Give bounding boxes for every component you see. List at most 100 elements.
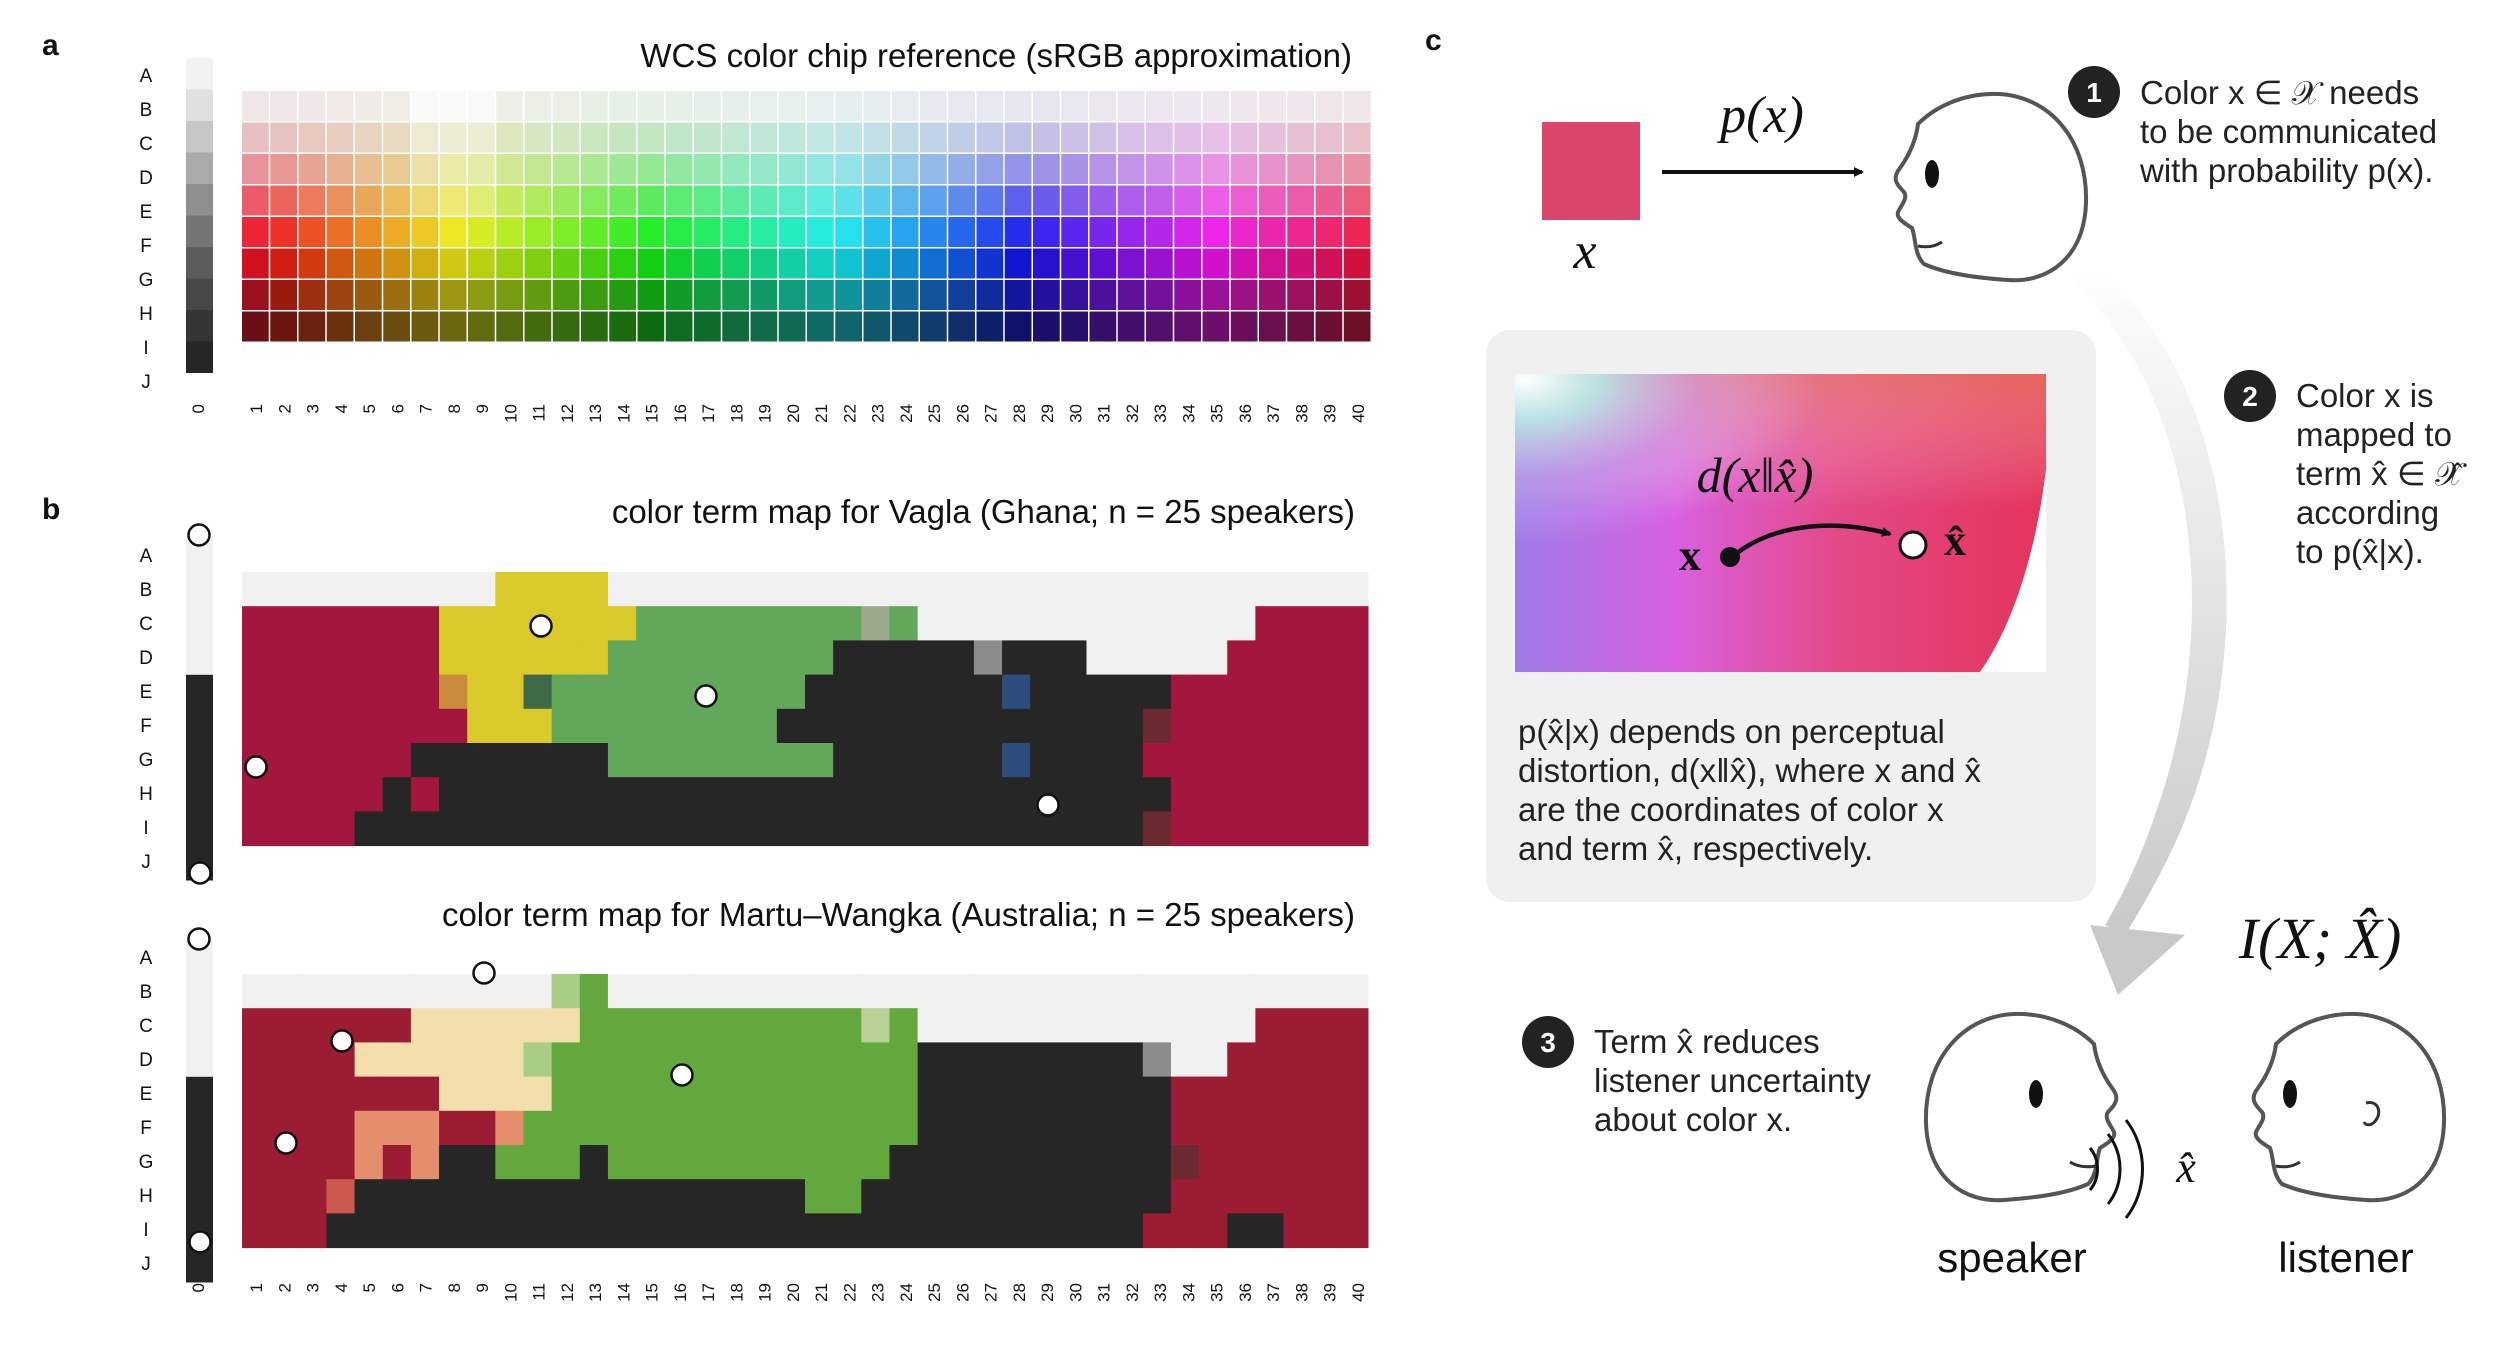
martu-term-map bbox=[242, 974, 1369, 1249]
wcs-chip bbox=[468, 280, 495, 310]
term-cell bbox=[917, 777, 947, 812]
term-cell bbox=[551, 640, 581, 676]
wcs-chip bbox=[722, 248, 749, 279]
term-cell bbox=[1086, 974, 1116, 1009]
column-label: 16 bbox=[671, 1283, 690, 1302]
term-cell bbox=[1058, 640, 1087, 676]
term-cell bbox=[1311, 777, 1341, 812]
wcs-chip bbox=[694, 311, 721, 342]
wcs-chip bbox=[1146, 185, 1173, 216]
term-cell bbox=[354, 974, 384, 1009]
wcs-chip bbox=[1287, 185, 1314, 216]
wcs-chip bbox=[976, 217, 1004, 247]
achromatic-chip bbox=[186, 121, 213, 153]
term-cell bbox=[1227, 811, 1256, 847]
term-cell bbox=[833, 606, 862, 641]
term-cell bbox=[833, 811, 862, 847]
listener-label: listener bbox=[2278, 1234, 2413, 1281]
term-cell bbox=[354, 640, 384, 676]
term-cell bbox=[1283, 708, 1313, 744]
wcs-chip bbox=[835, 248, 862, 279]
wcs-chip bbox=[1259, 217, 1286, 247]
wcs-chip bbox=[1117, 280, 1145, 310]
term-cell bbox=[973, 777, 1003, 812]
wcs-chip bbox=[1174, 248, 1201, 279]
wcs-chip bbox=[1230, 122, 1258, 153]
term-cell bbox=[720, 1213, 750, 1249]
wcs-chip bbox=[1033, 311, 1060, 342]
column-label: 11 bbox=[530, 404, 549, 422]
term-cell bbox=[1114, 708, 1144, 744]
term-cell bbox=[945, 1213, 975, 1249]
term-cell bbox=[242, 777, 271, 812]
term-cell bbox=[1339, 1110, 1369, 1146]
term-cell bbox=[382, 1179, 412, 1214]
term-cell bbox=[833, 1042, 862, 1078]
wcs-chip bbox=[1004, 311, 1032, 342]
term-cell bbox=[692, 1076, 722, 1112]
wcs-chip bbox=[355, 91, 382, 121]
term-cell bbox=[861, 606, 890, 641]
wcs-chip bbox=[1259, 311, 1286, 342]
term-cell bbox=[973, 974, 1003, 1009]
term-cell bbox=[664, 777, 693, 812]
term-cell bbox=[410, 1008, 440, 1043]
term-cell bbox=[495, 743, 524, 778]
wcs-chip bbox=[581, 217, 608, 247]
term-cell bbox=[833, 777, 862, 812]
wcs-chip bbox=[242, 185, 269, 216]
row-label: A bbox=[140, 66, 153, 87]
term-cell bbox=[973, 1042, 1003, 1078]
term-cell bbox=[1114, 1179, 1144, 1214]
term-cell bbox=[1227, 1213, 1256, 1249]
wcs-chip bbox=[1315, 280, 1343, 310]
column-label: 27 bbox=[982, 404, 1001, 423]
term-cell bbox=[242, 1179, 271, 1214]
term-cell bbox=[1058, 1076, 1087, 1112]
wcs-chip bbox=[1287, 91, 1314, 121]
term-cell bbox=[664, 811, 693, 847]
term-cell bbox=[410, 674, 440, 710]
term-cell bbox=[1255, 1076, 1285, 1112]
wcs-chip bbox=[1315, 91, 1343, 121]
wcs-chip bbox=[807, 154, 834, 184]
wcs-chip bbox=[552, 248, 580, 279]
term-cell bbox=[410, 708, 440, 744]
term-cell bbox=[1255, 1179, 1285, 1214]
term-cell bbox=[551, 743, 581, 778]
column-label: 5 bbox=[360, 404, 379, 413]
term-cell bbox=[1255, 1145, 1285, 1180]
wcs-chip bbox=[496, 280, 523, 310]
term-cell bbox=[1002, 811, 1031, 847]
term-cell bbox=[1086, 674, 1116, 710]
term-cell bbox=[973, 572, 1003, 607]
term-cell bbox=[270, 1008, 299, 1043]
color-space-gradient bbox=[1515, 374, 2046, 672]
term-cell bbox=[861, 1076, 890, 1112]
term-cell bbox=[326, 1110, 356, 1146]
term-cell bbox=[551, 1179, 581, 1214]
term-cell bbox=[833, 743, 862, 778]
term-cell bbox=[298, 777, 327, 812]
achromatic-term-cell bbox=[186, 606, 213, 642]
wcs-chip bbox=[242, 91, 269, 121]
wcs-chip bbox=[439, 122, 467, 153]
term-cell bbox=[495, 777, 524, 812]
wcs-chip bbox=[1061, 185, 1088, 216]
row-label: I bbox=[143, 818, 148, 839]
column-label: 24 bbox=[897, 404, 916, 423]
term-cell bbox=[298, 674, 327, 710]
term-cell bbox=[1058, 606, 1087, 641]
term-cell bbox=[917, 1213, 947, 1249]
wcs-chip bbox=[326, 122, 354, 153]
column-label: 1 bbox=[247, 1283, 266, 1292]
term-cell bbox=[439, 606, 468, 641]
term-cell bbox=[889, 572, 919, 607]
term-cell bbox=[607, 708, 637, 744]
term-cell bbox=[1142, 1110, 1172, 1146]
wcs-chip bbox=[1174, 185, 1201, 216]
wcs-chip bbox=[1259, 91, 1286, 121]
wcs-chip bbox=[637, 185, 665, 216]
